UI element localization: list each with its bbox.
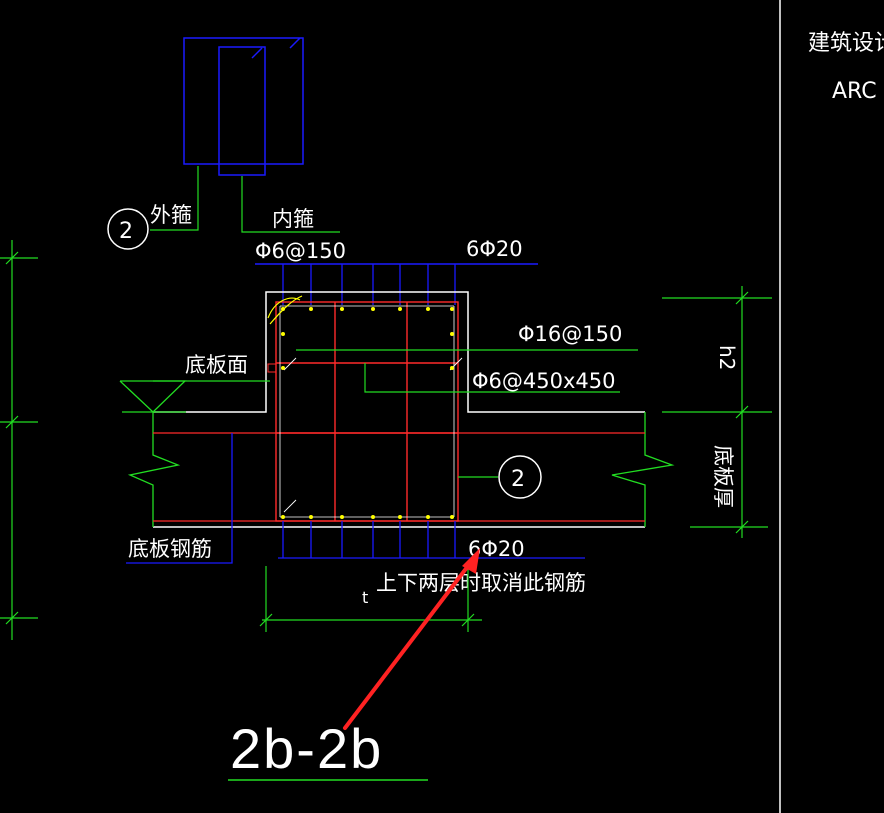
tie-bars-label: Φ6@450x450: [472, 369, 615, 393]
note-label: 上下两层时取消此钢筋: [376, 571, 586, 595]
right-dimension: [662, 286, 772, 538]
title-block-line2: ARC: [832, 79, 877, 104]
rebar-cage: [275, 301, 459, 522]
red-annotation-arrow: [343, 548, 480, 730]
top-bar-leaders: [282, 264, 456, 305]
stirrup-spec-label: Φ6@150: [255, 239, 346, 263]
inner-stirrup-lines: [279, 305, 455, 518]
slab-face-marker: [119, 380, 270, 413]
break-symbols: [127, 412, 675, 527]
section-title: 2b-2b: [230, 717, 383, 780]
title-block-line1: 建筑设计计: [808, 31, 884, 56]
callout-2b-text: 2: [511, 467, 525, 492]
tie-bars-leader: [364, 363, 620, 393]
small-t-label: t: [362, 588, 368, 607]
dim-h2-label: h2: [715, 345, 739, 370]
slab-rebar-leader: [126, 433, 233, 564]
corner-marker: [267, 363, 277, 373]
inner-stirrup-shape: [218, 46, 266, 176]
stirrup-hook: [267, 295, 303, 325]
callout-circle-2a: [107, 208, 149, 250]
bottom-dimension: [259, 566, 482, 632]
top-bars-label: 6Φ20: [466, 237, 523, 261]
stirrup-detail: [183, 37, 304, 176]
rebar-dots: [281, 307, 454, 519]
slab-rebar-label: 底板钢筋: [128, 537, 212, 561]
slab-rebars: [153, 432, 645, 522]
outer-stirrup-shape: [183, 37, 304, 165]
inner-stirrup-label: 内箍: [272, 207, 314, 231]
callout-2a-text: 2: [119, 219, 133, 244]
side-bars-label: Φ16@150: [518, 322, 622, 346]
callout-circle-2b: [498, 455, 542, 499]
dim-slab-thickness-label: 底板厚: [711, 445, 735, 508]
tie-hooks: [283, 357, 463, 513]
stirrup-leaders: [150, 166, 340, 233]
bottom-bar-leaders: [278, 521, 585, 559]
outer-stirrup-label: 外箍: [150, 203, 192, 227]
left-dimension: [0, 240, 38, 640]
slab-face-label: 底板面: [185, 353, 248, 377]
concrete-outline: [153, 291, 645, 528]
